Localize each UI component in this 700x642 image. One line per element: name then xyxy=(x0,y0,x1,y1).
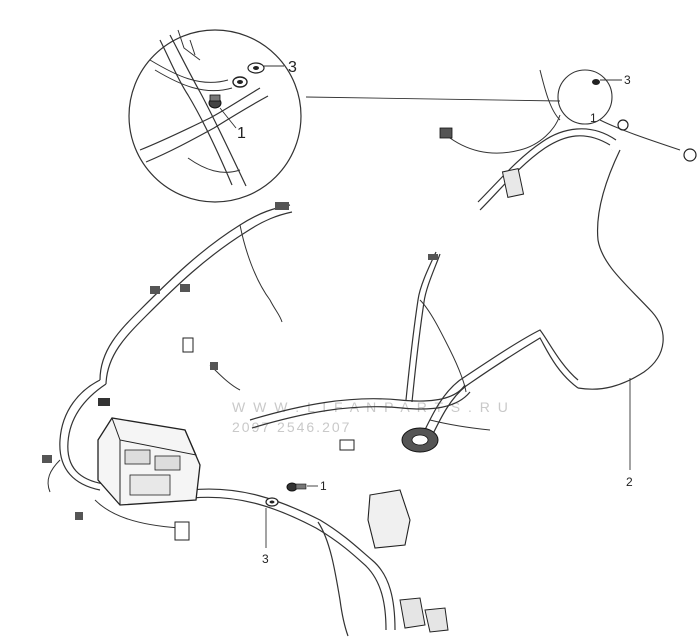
watermark: W W W . L I F A N P A R T S . R U 2097 2… xyxy=(232,399,508,435)
detail-view: 3 1 xyxy=(128,29,302,203)
top-right-connector xyxy=(439,119,697,198)
bottom-bracket xyxy=(367,489,449,633)
harness-callout: 2 xyxy=(626,378,633,489)
center-connector xyxy=(401,427,439,453)
callout-detail-bolt: 1 xyxy=(237,125,246,142)
callout-main-clip: 3 xyxy=(262,552,269,566)
watermark-line2: 2097 2546.207 xyxy=(232,419,351,435)
detail-circle xyxy=(128,29,302,203)
callout-detail-clip: 3 xyxy=(288,59,297,76)
callout-main-bolt: 1 xyxy=(320,479,327,493)
detail-bolt xyxy=(208,94,222,109)
small-detail-circle: 3 1 xyxy=(557,69,631,125)
ecu-box xyxy=(97,417,201,506)
detail-clip xyxy=(247,62,265,74)
callout-harness: 2 xyxy=(626,475,633,489)
main-clip: 3 xyxy=(262,497,279,566)
detail-leader-line xyxy=(305,96,561,102)
main-harness xyxy=(47,69,681,637)
connector-tags xyxy=(42,202,438,541)
detail-nut xyxy=(232,76,248,88)
main-bolt: 1 xyxy=(286,479,327,493)
callout-small-bolt: 1 xyxy=(590,111,597,125)
callout-small-clip: 3 xyxy=(624,73,631,87)
